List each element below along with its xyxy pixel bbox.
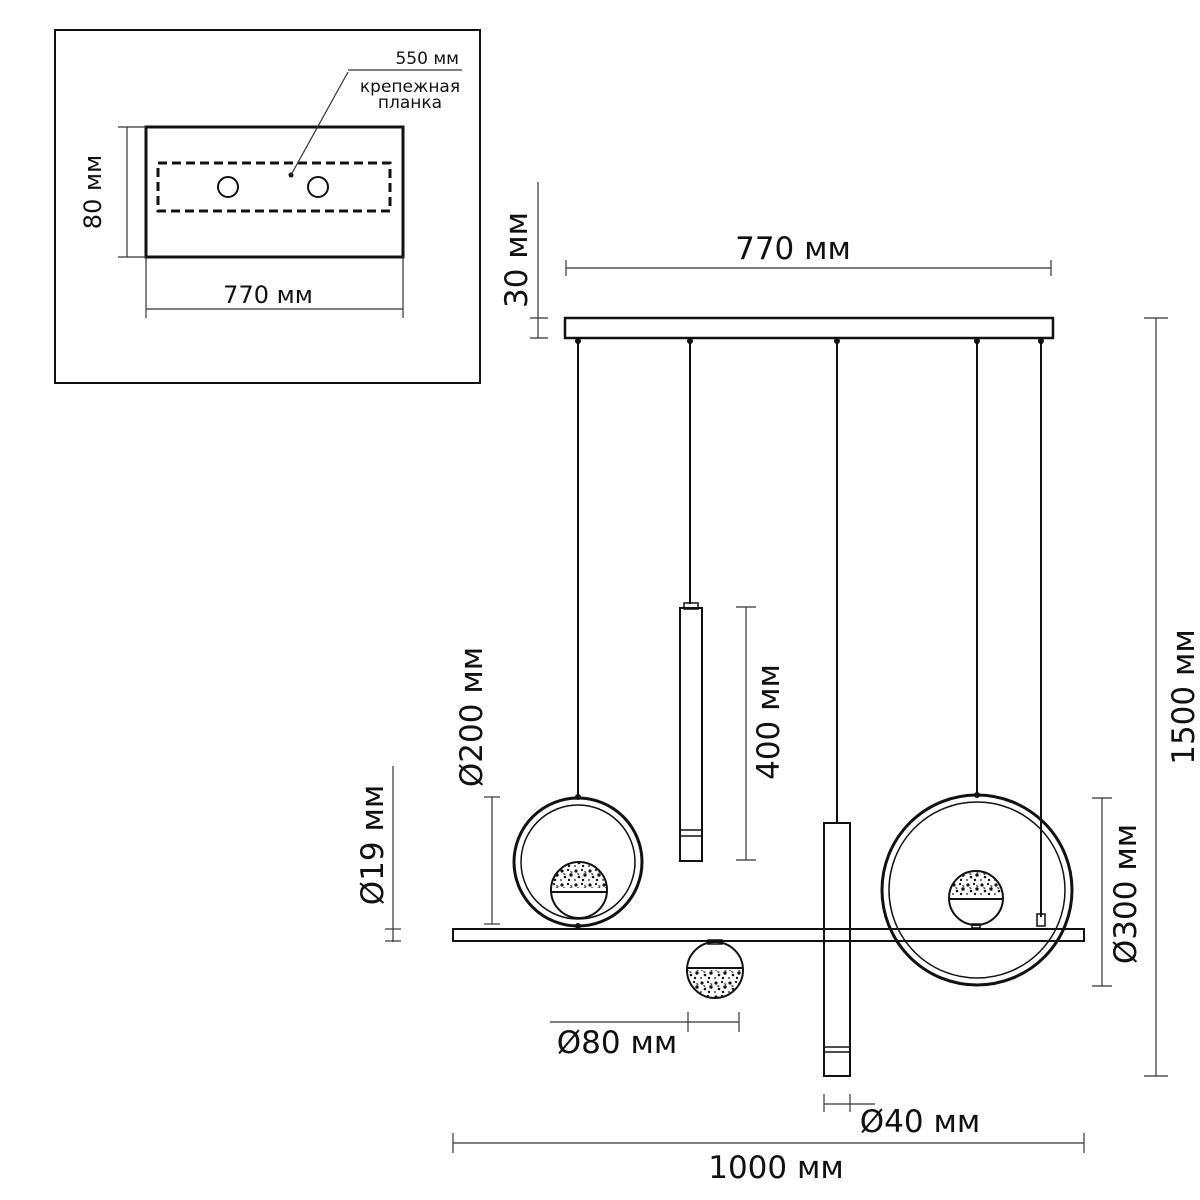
mounting-plate bbox=[144, 125, 405, 259]
pendant-tube-upper bbox=[679, 607, 703, 862]
pendant-tube-lower bbox=[823, 822, 851, 1077]
total-height-label: 1500 мм bbox=[1166, 629, 1200, 765]
mounting-hole-right bbox=[307, 176, 329, 198]
inset-frame bbox=[54, 29, 481, 384]
wire-clip-right bbox=[1036, 913, 1046, 927]
bar-thickness-label: Ø19 мм bbox=[355, 785, 391, 905]
canopy-width-label: 770 мм bbox=[735, 231, 851, 267]
ceiling-canopy bbox=[563, 316, 1055, 340]
total-width-label: 1000 мм bbox=[708, 1150, 844, 1186]
tube-diameter-label: Ø40 мм bbox=[860, 1104, 980, 1140]
bracket-label-line2: планка bbox=[378, 93, 442, 113]
tube-length-label: 400 мм bbox=[751, 664, 787, 780]
inset-panel: 550 мм крепежная планка 80 мм 770 мм bbox=[54, 29, 481, 384]
mounting-hole-left bbox=[217, 176, 239, 198]
horizontal-bar bbox=[452, 928, 1085, 942]
mounting-bracket bbox=[156, 161, 392, 213]
inset-height-label: 80 мм bbox=[79, 155, 107, 229]
small-ring-label: Ø200 мм bbox=[454, 647, 490, 787]
dimensions: 770 мм 30 мм 1500 мм Ø200 мм Ø19 мм 400 … bbox=[355, 182, 1200, 1186]
large-ring-label: Ø300 мм bbox=[1108, 824, 1144, 964]
plate-length-label: 550 мм bbox=[395, 49, 459, 69]
ball-label: Ø80 мм bbox=[557, 1025, 677, 1061]
canopy-height-label: 30 мм bbox=[499, 212, 535, 308]
bracket-label-line1: крепежная bbox=[360, 77, 460, 97]
ball-left bbox=[550, 861, 608, 919]
ball-bottom bbox=[686, 939, 744, 999]
ball-right bbox=[948, 870, 1004, 929]
bracket-leader-line bbox=[290, 71, 349, 176]
pendant-tube-upper-cap bbox=[683, 602, 699, 610]
inset-width-label: 770 мм bbox=[223, 281, 313, 309]
